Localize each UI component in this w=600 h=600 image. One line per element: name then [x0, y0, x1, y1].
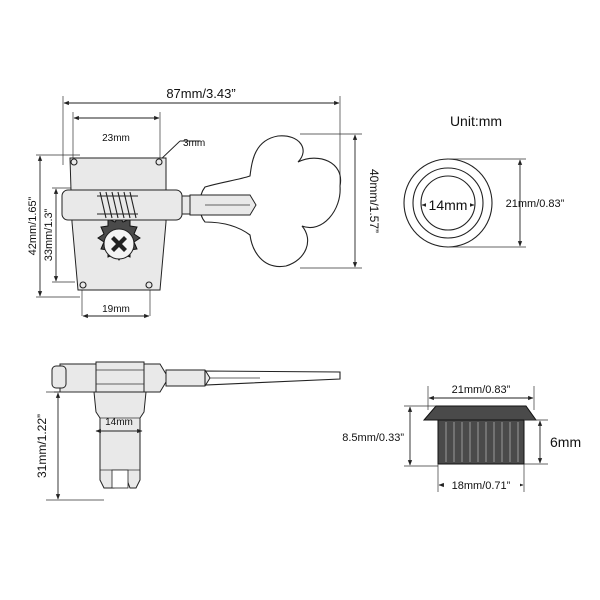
mounting-hole-top-left — [70, 158, 78, 166]
bushing-top-diameter-label: 21mm/0.83” — [452, 384, 511, 396]
worm-thread — [97, 191, 138, 219]
unit-label: Unit:mm — [450, 113, 502, 129]
total-length-label: 87mm/3.43” — [166, 86, 235, 101]
mounting-hole-top-right — [155, 158, 163, 166]
plate-height-outer-label: 42mm/1.65” — [27, 196, 39, 255]
side-key-blade — [204, 370, 341, 386]
key-width-label: 40mm/1.57” — [367, 169, 381, 233]
bushing-top-view: Unit:mm 14mm 21mm/0.83” — [403, 113, 565, 248]
post-height-label: 31mm/1.22” — [35, 414, 49, 478]
clover-key — [199, 135, 342, 267]
outer-diameter-label: 21mm/0.83” — [506, 198, 565, 210]
post-width-label: 14mm — [105, 417, 133, 428]
side-shaft — [165, 369, 211, 387]
bushing-flange — [422, 405, 537, 421]
tuner-side-view: 14mm 31mm/1.22” — [35, 361, 341, 501]
bushing-bottom-diameter-label: 18mm/0.71” — [452, 480, 511, 492]
bushing-height-label: 8.5mm/0.33” — [342, 432, 404, 444]
hole-diameter-label: 3mm — [183, 138, 205, 149]
worm-housing — [61, 189, 183, 221]
bushing-hole — [420, 175, 476, 231]
inner-diameter-label: 14mm — [429, 197, 468, 213]
thread-height-label: 6mm — [550, 434, 581, 450]
mounting-hole-bottom-left — [79, 281, 87, 289]
bushing-inner-ring — [412, 167, 484, 239]
mounting-hole-bottom-right — [145, 281, 153, 289]
bushing-thread — [437, 419, 525, 465]
plate-height-inner-label: 33mm/1.3” — [43, 208, 55, 261]
screw-cross-icon — [111, 236, 127, 252]
tuner-top-view: 87mm/3.43” 23mm 3mm 19mm 42mm/1.65” 33mm… — [27, 86, 381, 319]
hole-spacing-bottom-label: 19mm — [102, 304, 130, 315]
hole-spacing-top-label: 23mm — [102, 133, 130, 144]
bushing-side-view: 21mm/0.83” 8.5mm/0.33” 6mm 18mm/0.71” — [342, 384, 581, 492]
